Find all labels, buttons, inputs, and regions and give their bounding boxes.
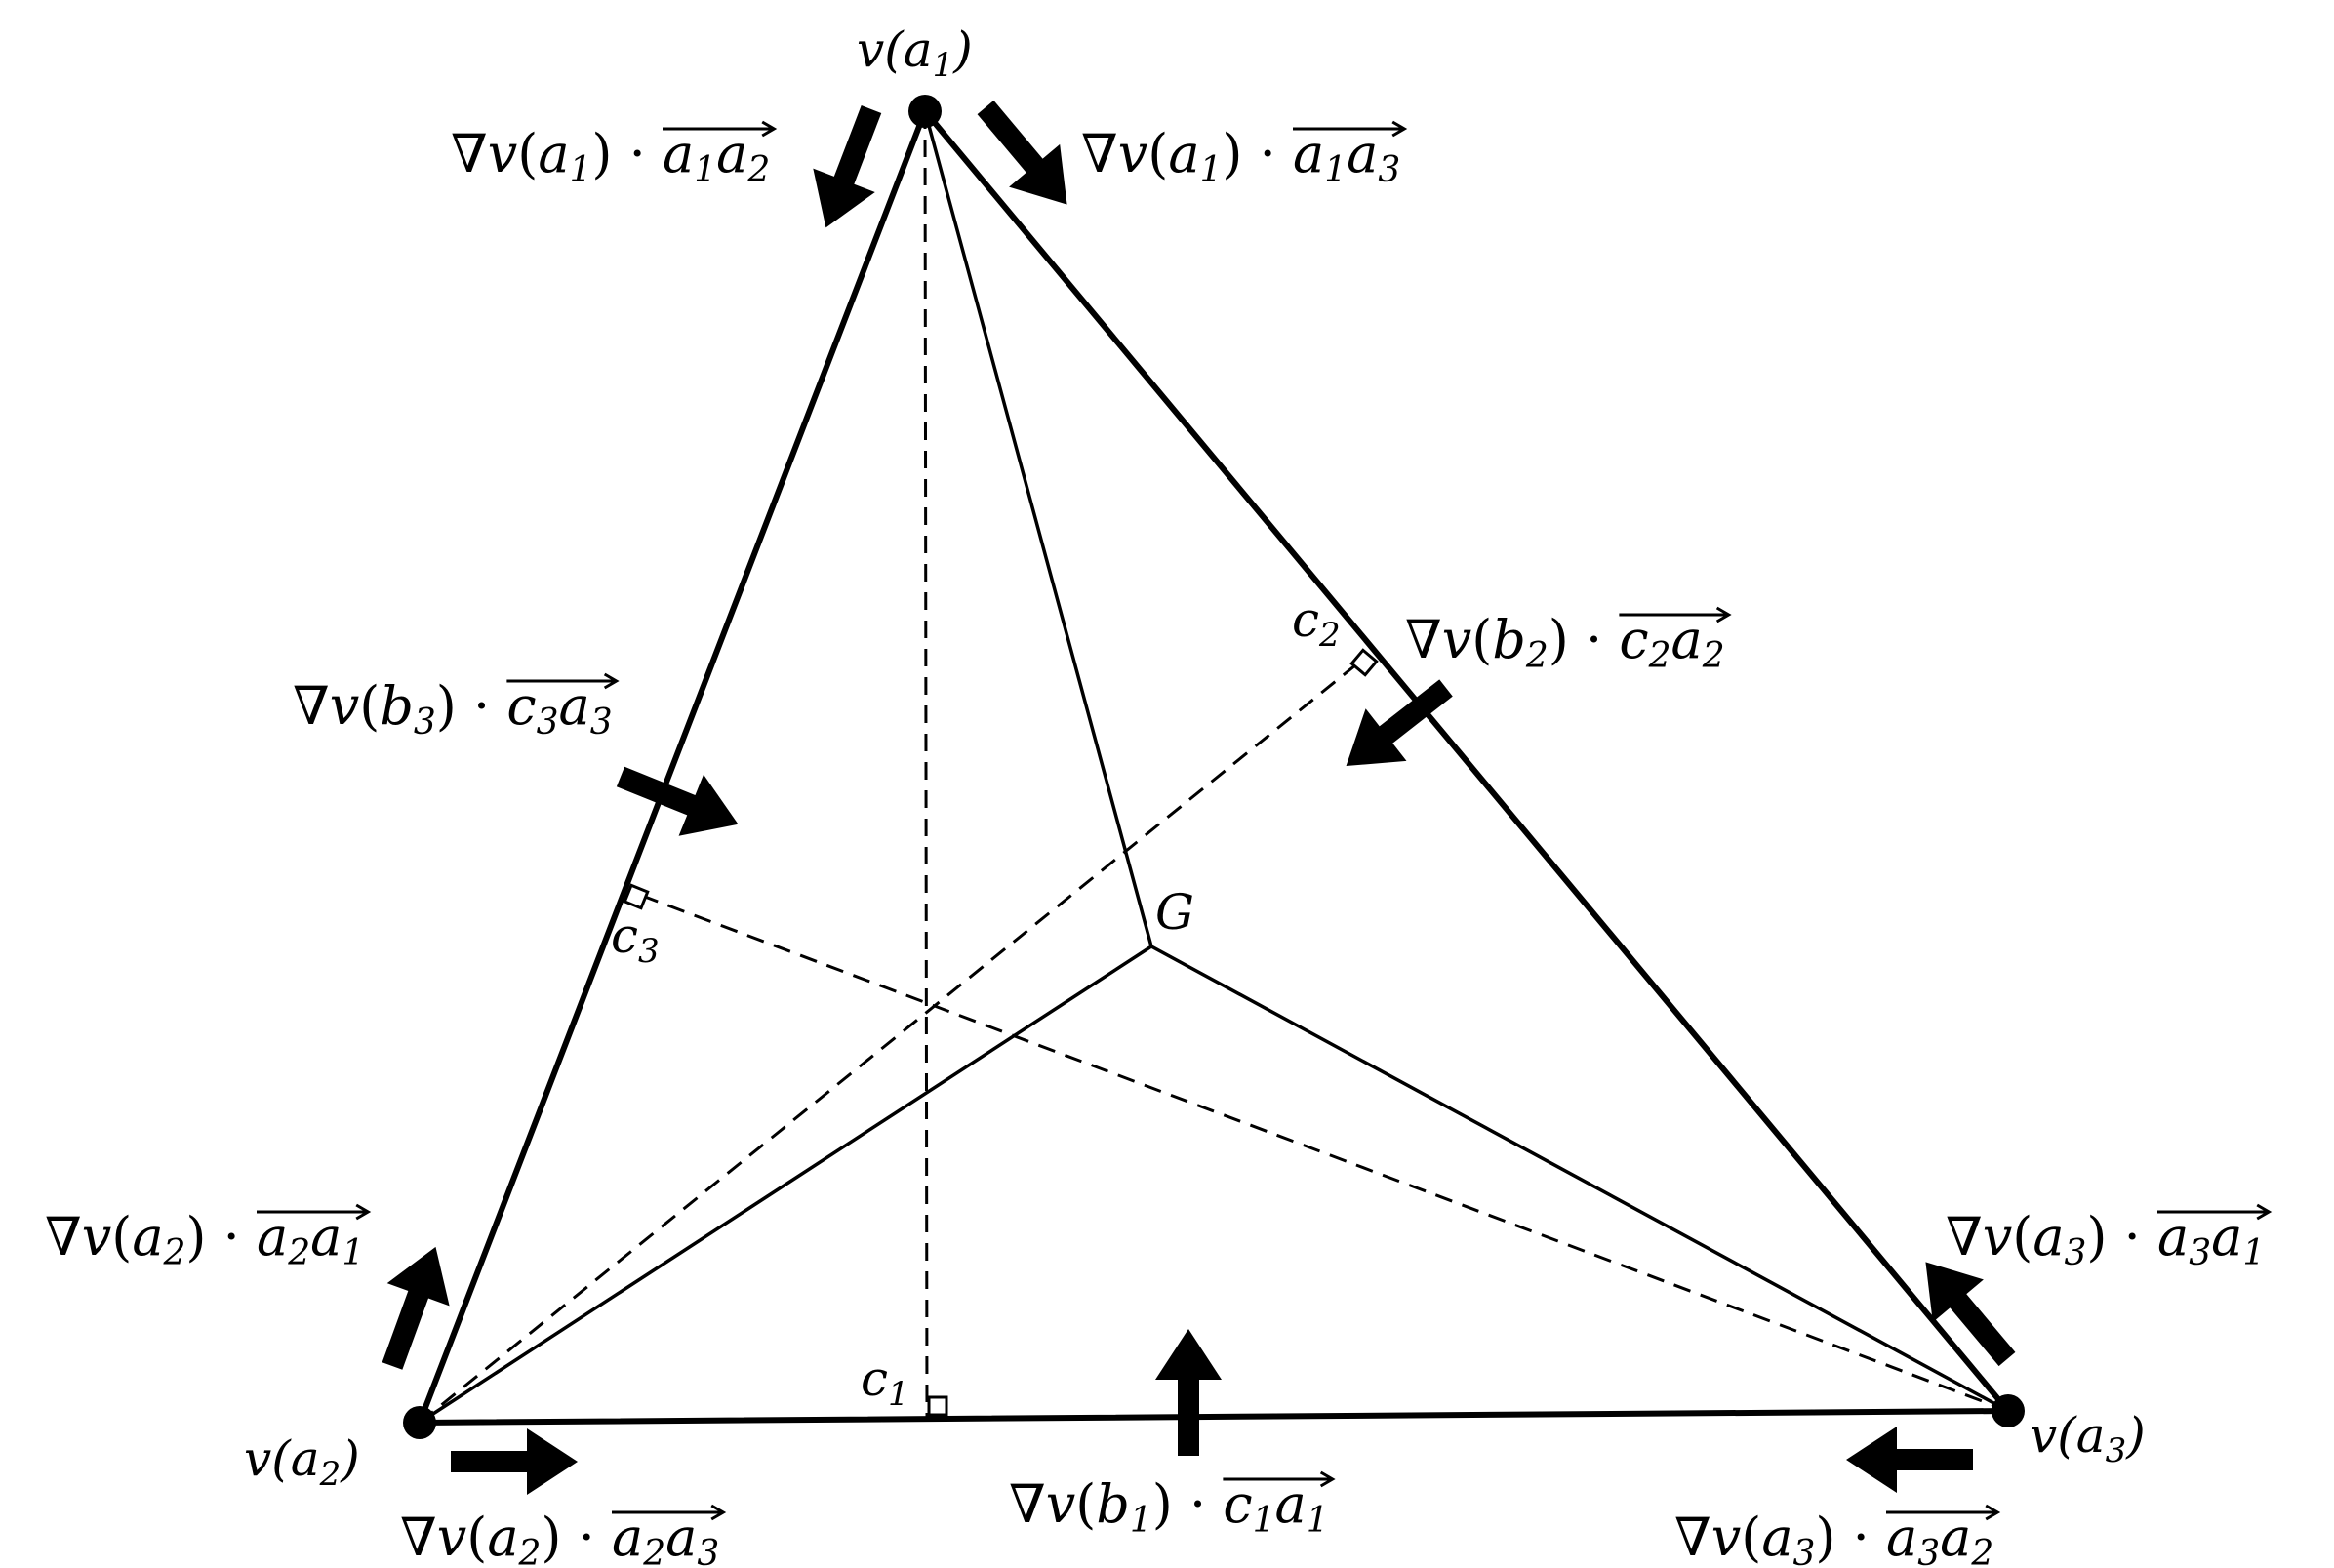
point-label-g: G <box>1155 884 1194 941</box>
gradient-label-text: ∇v(b1) · c1a1 <box>1009 1473 1329 1541</box>
vector-overline-arrow <box>1619 606 1732 623</box>
point-label-c1: c1 <box>861 1350 909 1414</box>
vector-overline-arrow <box>1223 1470 1336 1488</box>
arrow-b1-c1-a1 <box>1155 1329 1222 1456</box>
right-angle-c2 <box>1349 648 1379 677</box>
vector-overline-arrow <box>663 120 778 138</box>
right-angle-c1 <box>927 1395 948 1417</box>
right-angle-c3 <box>623 883 650 910</box>
gradient-label-b1c1a1: ∇v(b1) · c1a1 <box>1009 1470 1336 1541</box>
arrow-b2-c2-a2 <box>1325 662 1467 792</box>
vertex-a1-dot <box>908 95 942 128</box>
gradient-label-b2c2a2: ∇v(b2) · c2a2 <box>1405 606 1732 676</box>
edge-a2-a3 <box>417 1408 2011 1426</box>
altitude-a2-c2 <box>419 655 1367 1425</box>
point-label-c2: c2 <box>1292 591 1341 655</box>
gradient-label-a3a1: ∇v(a3) · a3a1 <box>1946 1203 2273 1273</box>
arrow-a2-a3 <box>451 1428 578 1495</box>
arrow-a2-a1 <box>361 1235 467 1378</box>
line-a2-g <box>419 945 1152 1425</box>
gradient-label-text: ∇v(a2) · a2a3 <box>400 1507 719 1568</box>
gradient-label-a1a2: ∇v(a1) · a1a2 <box>451 120 778 190</box>
gradient-label-a1a3: ∇v(a1) · a1a3 <box>1081 120 1408 190</box>
vector-overline-arrow <box>612 1504 727 1521</box>
vertex-label-a3: v(a3) <box>2030 1407 2146 1470</box>
altitude-a3-c3 <box>628 889 2009 1413</box>
gradient-label-a2a1: ∇v(a2) · a2a1 <box>45 1203 372 1273</box>
line-a1-g <box>923 110 1153 947</box>
vector-overline-arrow <box>1886 1504 2001 1521</box>
gradient-label-text: ∇v(a2) · a2a1 <box>45 1206 364 1273</box>
point-label-c3: c3 <box>611 907 660 971</box>
gradient-label-text: ∇v(a3) · a3a1 <box>1946 1206 2265 1273</box>
vector-overline-arrow <box>1293 120 1408 138</box>
line-a3-g <box>1150 945 2009 1413</box>
vector-overline-arrow <box>506 672 620 690</box>
vector-overline-arrow <box>257 1203 372 1221</box>
gradient-label-a2a3: ∇v(a2) · a2a3 <box>400 1504 727 1568</box>
gradient-label-a3a2: ∇v(a3) · a3a2 <box>1674 1504 2001 1568</box>
vertex-a2-dot <box>403 1406 436 1439</box>
arrow-a3-a2 <box>1846 1427 1973 1493</box>
gradient-label-text: ∇v(a1) · a1a2 <box>451 123 770 190</box>
gradient-label-text: ∇v(a1) · a1a3 <box>1081 123 1400 190</box>
gradient-label-b3c3a3: ∇v(b3) · c3a3 <box>293 672 620 743</box>
vector-overline-arrow <box>2157 1203 2273 1221</box>
arrow-a1-a3 <box>959 86 1093 226</box>
altitude-a1-c1 <box>923 110 929 1418</box>
vertex-a3-dot <box>1992 1394 2025 1427</box>
vertex-label-a1: v(a1) <box>857 21 973 85</box>
vertex-label-a2: v(a2) <box>244 1430 360 1494</box>
gradient-label-text: ∇v(b3) · c3a3 <box>293 675 613 743</box>
gradient-label-text: ∇v(b2) · c2a2 <box>1405 609 1725 676</box>
arrow-b3-c3-a3 <box>608 745 751 856</box>
edge-a1-a2 <box>417 108 928 1426</box>
edge-a1-a3 <box>922 108 2011 1414</box>
gradient-label-text: ∇v(a3) · a3a2 <box>1674 1507 1993 1568</box>
